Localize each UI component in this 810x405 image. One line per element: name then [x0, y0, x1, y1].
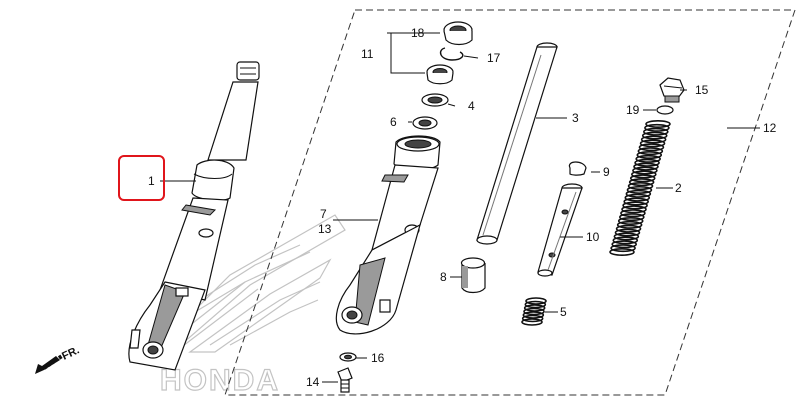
assembly-boundary	[224, 9, 796, 396]
part-dust-seal-18	[443, 21, 473, 46]
part-washer-6	[412, 116, 438, 130]
spring-coil	[614, 228, 641, 237]
callout-9: 9	[603, 165, 610, 179]
callout-1: 1	[148, 174, 155, 188]
spring-coil	[621, 205, 647, 214]
spring-coil	[638, 143, 665, 152]
spring-coil	[521, 318, 543, 326]
callout-12: 12	[763, 121, 777, 135]
spring-coil	[637, 147, 664, 156]
spring-coil	[522, 311, 545, 319]
spring-coil	[632, 166, 658, 175]
spring-coil	[645, 120, 671, 129]
spring-coil	[631, 170, 657, 179]
spring-coil	[521, 314, 544, 323]
front-direction-marker: FR.	[35, 344, 81, 374]
arrow-down-left-icon	[35, 354, 64, 374]
front-direction-label: FR.	[60, 344, 81, 362]
spring-coil	[641, 131, 668, 140]
spring-coil	[611, 240, 637, 249]
spring-coil	[622, 201, 648, 210]
spring-coil	[628, 178, 655, 187]
spring-coil	[620, 209, 646, 218]
part-spring	[609, 120, 671, 257]
part-collar-8	[460, 257, 486, 294]
leader-lines	[160, 32, 760, 383]
spring-coil	[619, 213, 645, 222]
callout-labels: 1 2 3 4 5 6 7 8 9 10 11 12 13 14 15 16 1…	[148, 26, 777, 389]
callout-16: 16	[371, 351, 385, 365]
spring-coil	[629, 174, 656, 183]
spring-coil	[633, 162, 659, 171]
spring-coil	[617, 216, 644, 225]
spring-coil	[639, 139, 666, 148]
spring-coil	[523, 307, 545, 316]
part-washer-16	[339, 352, 357, 362]
part-oil-seal-11	[426, 64, 454, 85]
part-damper-rod-10	[537, 183, 583, 277]
callout-5: 5	[560, 305, 567, 319]
spring-coil	[636, 151, 663, 160]
callout-11: 11	[361, 47, 374, 61]
watermark-text: HONDA	[160, 364, 280, 397]
callout-4: 4	[468, 99, 475, 113]
highlight-box	[118, 155, 165, 201]
spring-coil	[644, 123, 670, 132]
honda-wing-watermark: HONDA	[148, 214, 346, 398]
callout-13: 13	[318, 222, 332, 236]
spring-coil	[624, 193, 651, 202]
part-bolt-14	[337, 367, 353, 393]
part-fork-slider	[335, 135, 441, 335]
callout-3: 3	[572, 111, 579, 125]
spring-coil	[523, 304, 546, 312]
spring-coil	[612, 236, 639, 245]
callout-17: 17	[487, 51, 501, 65]
spring-coil	[623, 197, 649, 206]
part-clip-9	[568, 161, 587, 176]
part-fork-assembly	[128, 61, 260, 371]
spring-coil	[616, 220, 643, 229]
part-oring-19	[656, 105, 674, 115]
part-fork-tube	[476, 42, 558, 245]
callout-14: 14	[306, 375, 320, 389]
part-ring-4	[421, 93, 449, 107]
callout-8: 8	[440, 270, 447, 284]
spring-coil	[524, 300, 547, 309]
spring-coil	[643, 127, 669, 136]
spring-coil	[626, 185, 653, 194]
callout-15: 15	[695, 83, 709, 97]
spring-coil	[640, 135, 667, 144]
part-bolt-15	[659, 77, 685, 103]
spring-coil	[610, 244, 636, 253]
callout-7: 7	[320, 207, 327, 221]
spring-coil	[635, 154, 661, 163]
part-rebound-spring-5	[521, 297, 547, 326]
spring-coil	[609, 248, 635, 257]
part-clip-17	[439, 47, 464, 61]
spring-coil	[525, 297, 547, 305]
spring-coil	[615, 224, 642, 233]
spring-coil	[613, 232, 640, 241]
callout-6: 6	[390, 115, 397, 129]
spring-coil	[627, 182, 654, 191]
spring-coil	[634, 158, 660, 167]
spring-coil	[625, 189, 652, 198]
callout-19: 19	[626, 103, 640, 117]
callout-10: 10	[586, 230, 600, 244]
callout-18: 18	[411, 26, 425, 40]
callout-2: 2	[675, 181, 682, 195]
